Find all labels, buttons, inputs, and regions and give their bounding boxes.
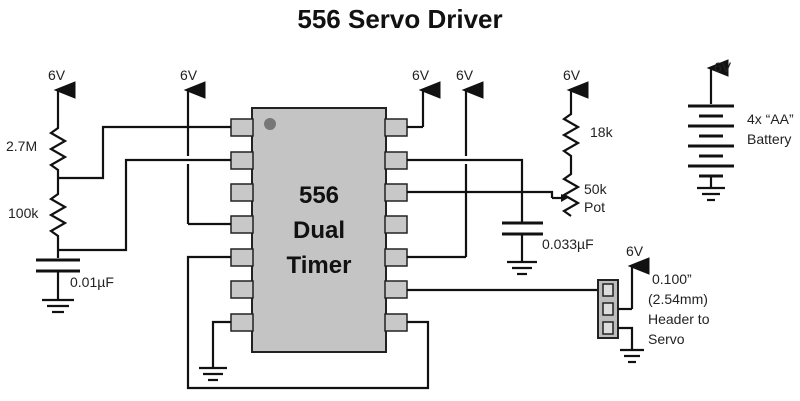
chip-pin-1 (230, 118, 254, 137)
supply-label-pot: 6V (563, 67, 581, 83)
ground-symbol-left (42, 298, 74, 314)
resistor-100k-label: 100k (8, 205, 39, 221)
supply-label-left: 6V (48, 67, 66, 83)
battery-label-line1: 4x “AA” (747, 111, 794, 127)
servo-header: 6V 0.100” (2.54mm) Header to Servo (597, 243, 710, 364)
resistor-2-7m-label: 2.7M (6, 138, 37, 154)
pin1-marker-dot (264, 118, 276, 130)
header-pin-power (602, 302, 614, 316)
diagram-title: 556 Servo Driver (297, 4, 502, 34)
pot-value-label: 50k (584, 181, 608, 197)
chip-pin-2 (230, 151, 254, 170)
potentiometer-50k (561, 170, 581, 217)
chip-label-line2: Dual (293, 217, 345, 244)
chip-pin-9 (384, 280, 408, 299)
right-timing-network: 0.033µF 6V 18k 50k Pot (407, 67, 614, 276)
capacitor-0-033uf-label: 0.033µF (542, 236, 594, 252)
chip-pin-10 (384, 248, 408, 267)
chip-pin-3 (230, 183, 254, 202)
header-label-line1: 0.100” (652, 271, 692, 287)
chip-label-line1: 556 (299, 182, 339, 209)
resistor-18k-label: 18k (590, 124, 614, 140)
supply-label-center: 6V (180, 67, 198, 83)
chip-pin-7 (230, 313, 254, 332)
supply-label-right1: 6V (412, 67, 430, 83)
chip-pin-14 (384, 118, 408, 137)
header-label-line2: (2.54mm) (648, 291, 708, 307)
battery-pack: 6V 4x “AA” Battery (688, 59, 794, 202)
chip-pin-5 (230, 248, 254, 267)
pot-name-label: Pot (584, 199, 605, 215)
ground-pin7 (199, 320, 231, 382)
header-pin-ground (602, 321, 614, 335)
capacitor-0-01uf-label: 0.01µF (70, 274, 114, 290)
resistor-18k (561, 110, 581, 170)
supply-label-battery: 6V (714, 59, 732, 75)
chip-label-line3: Timer (287, 252, 352, 279)
header-label-line3: Header to (648, 311, 710, 327)
supply-rail-pin10: 6V (407, 67, 484, 259)
left-timing-network: 6V 2.7M 100k 0.01µF (6, 67, 231, 314)
chip-pin-4 (230, 215, 254, 234)
supply-label-right2: 6V (456, 67, 474, 83)
supply-rail-pin4: 6V (180, 67, 231, 226)
resistor-100k (48, 190, 68, 258)
chip-pin-11 (384, 215, 408, 234)
header-pin-signal (602, 283, 614, 297)
chip-556: 556 Dual Timer (230, 107, 408, 353)
wire-pin5-to-pin8 (186, 255, 430, 390)
supply-label-header: 6V (626, 243, 644, 259)
chip-pin-8 (384, 313, 408, 332)
battery-label-line2: Battery (747, 131, 791, 147)
resistor-2-7m (48, 122, 68, 178)
chip-pin-6 (230, 280, 254, 299)
header-label-line4: Servo (648, 331, 685, 347)
chip-pin-12 (384, 183, 408, 202)
chip-pin-13 (384, 151, 408, 170)
supply-rail-pin14: 6V (407, 67, 441, 129)
